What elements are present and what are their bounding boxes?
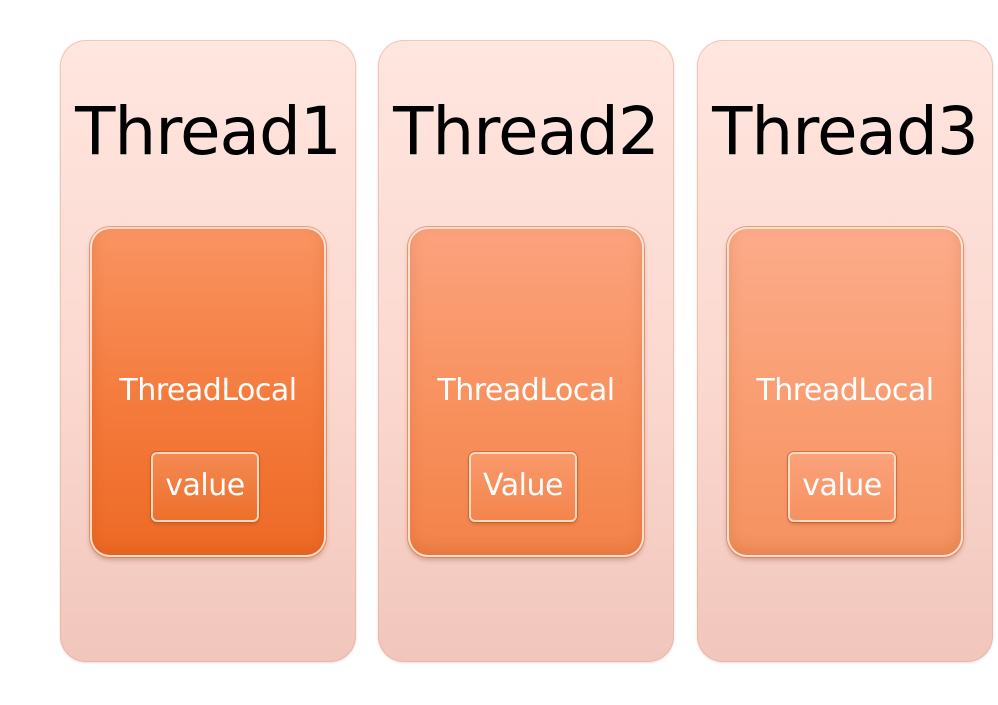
threadlocal-box: ThreadLocal value — [90, 227, 326, 557]
thread-card-1: Thread1 ThreadLocal value — [60, 40, 356, 662]
value-box: value — [788, 452, 896, 522]
thread-card-3: Thread3 ThreadLocal value — [697, 40, 993, 662]
thread-title: Thread2 — [393, 93, 660, 170]
thread-card-2: Thread2 ThreadLocal Value — [378, 40, 674, 662]
threadlocal-label: ThreadLocal — [437, 373, 615, 408]
thread-title: Thread1 — [75, 93, 342, 170]
thread-title: Thread3 — [712, 93, 979, 170]
threadlocal-label: ThreadLocal — [119, 373, 297, 408]
value-box: value — [151, 452, 259, 522]
threadlocal-box: ThreadLocal Value — [408, 227, 644, 557]
value-box: Value — [469, 452, 577, 522]
threadlocal-label: ThreadLocal — [756, 373, 934, 408]
threadlocal-box: ThreadLocal value — [727, 227, 963, 557]
